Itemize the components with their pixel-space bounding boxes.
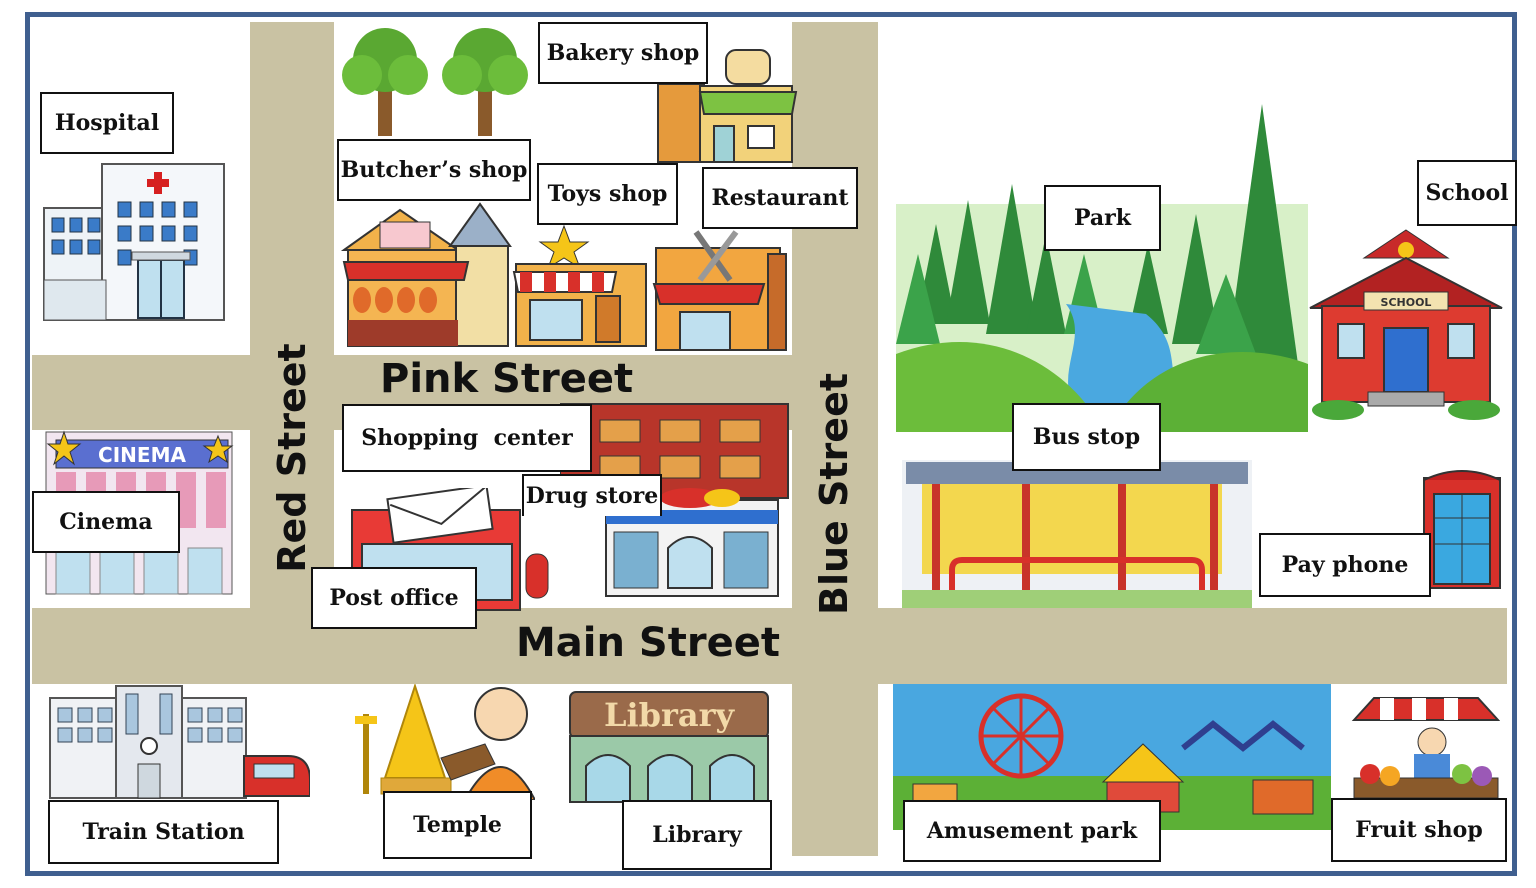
cinema-sign-text: CINEMA [98, 443, 186, 467]
main-street-label: Main Street [516, 620, 780, 666]
drug-store-label: Drug store [522, 474, 662, 516]
bakery-building-icon [657, 49, 798, 163]
butchers-shop-label: Butcher’s shop [337, 139, 531, 201]
train-station-label: Train Station [48, 800, 279, 864]
hospital-building-icon [43, 163, 225, 321]
fruit-shop-label: Fruit shop [1331, 798, 1507, 862]
cinema-label: Cinema [32, 491, 180, 553]
restaurant-label: Restaurant [702, 167, 858, 229]
park-label: Park [1044, 185, 1161, 251]
restaurant-building-icon [652, 230, 787, 351]
blue-street-road [792, 22, 878, 856]
hospital-label: Hospital [40, 92, 174, 154]
main-street-road [32, 608, 1507, 684]
train-station-building-icon [49, 685, 310, 799]
shopping-center-label: Shopping center [342, 404, 592, 472]
library-label: Library [622, 800, 772, 870]
temple-monk-icon [355, 684, 535, 800]
bus-stop-shelter-icon [902, 460, 1252, 608]
tree-icon [342, 28, 528, 136]
bakery-shop-label: Bakery shop [538, 22, 708, 84]
library-sign-text: Library [604, 696, 735, 734]
pay-phone-booth-icon [1423, 470, 1501, 589]
park-scene-icon [896, 104, 1308, 432]
school-building-icon: SCHOOL [1309, 229, 1503, 420]
shopping-center-building-icon [560, 403, 789, 499]
amusement-park-label: Amusement park [903, 800, 1161, 862]
fruit-shop-stall-icon [1351, 697, 1500, 799]
pink-street-label: Pink Street [380, 356, 634, 402]
blue-street-label: Blue Street [812, 372, 856, 616]
pay-phone-label: Pay phone [1259, 533, 1431, 597]
drug-store-building-icon [605, 488, 779, 597]
post-office-label: Post office [311, 567, 477, 629]
temple-label: Temple [383, 791, 532, 859]
toys-shop-building-icon [512, 224, 647, 347]
school-sign-text: SCHOOL [1381, 296, 1432, 309]
library-building-icon: Library [569, 691, 769, 803]
butcher-shop-building-icon [340, 202, 512, 347]
toys-shop-label: Toys shop [537, 163, 678, 225]
red-street-label: Red Street [270, 343, 314, 573]
school-label: School [1417, 160, 1517, 226]
bus-stop-label: Bus stop [1012, 403, 1161, 471]
